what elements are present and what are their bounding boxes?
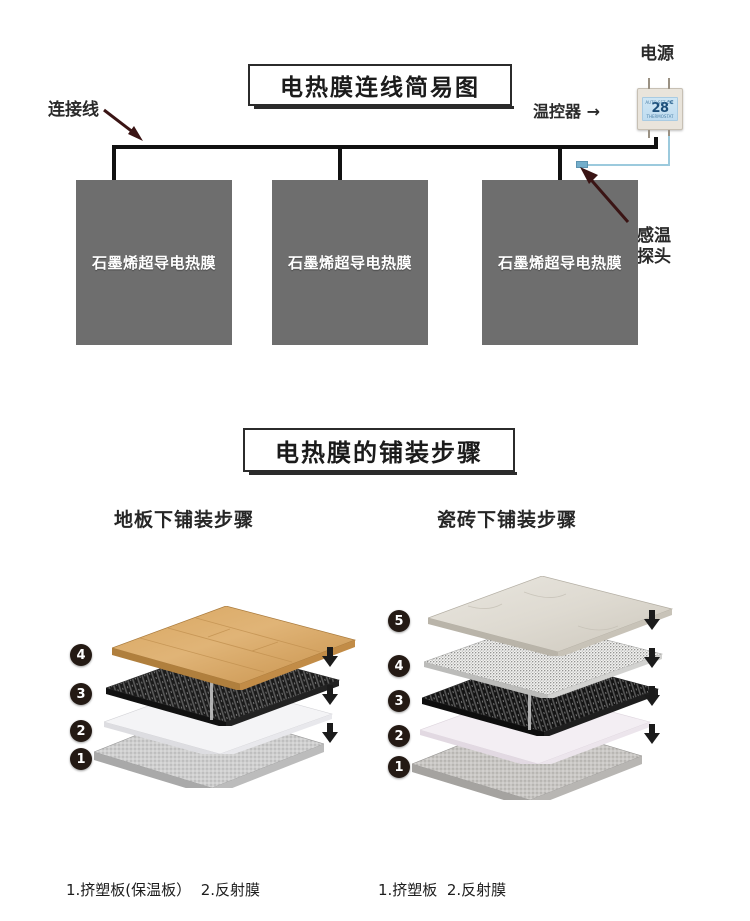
sensor-cable-vertical-right [668,136,670,166]
right-layer-badge-1: 1 [388,756,410,778]
drop-wire-panel-1 [112,145,116,185]
thermostat-label: 温控器 → [533,102,600,122]
left-layer-badge-1: 1 [70,748,92,770]
left-stack-subtitle: 地板下铺装步骤 [114,505,254,532]
left-layer-badge-2: 2 [70,720,92,742]
bus-wire-riser-to-thermostat [654,137,658,149]
sensor-probe-label-line2: 探头 [637,247,671,268]
thermostat-pin-left [648,78,650,89]
thermostat-bottom-mark: THERMOSTAT [646,114,674,120]
power-source-label: 电源 [640,44,674,65]
left-layer-badge-3: 3 [70,683,92,705]
wiring-diagram-title-text: 电热膜连线简易图 [280,75,480,101]
thermostat-pin-right [668,78,670,89]
connection-wire-label-text: 连接线 [48,100,99,120]
right-stack-legend: 1.挤塑板 2.反射膜 3.电热膜 4.水泥砂浆 5.瓷砖 [378,832,698,921]
sensor-cable-horizontal [584,164,670,166]
connection-wire-label: 连接线 [48,100,99,121]
right-stack-subtitle-text: 瓷砖下铺装步骤 [437,509,578,531]
left-stack-down-arrows [322,647,338,743]
left-stack-legend: 1.挤塑板(保温板） 2.反射膜 3.电热膜 4.地板 [66,832,366,921]
thermostat-side-marks: AUTO SET ON [645,99,673,105]
heating-film-panel-3-label: 石墨烯超导电热膜 [497,254,622,272]
drop-wire-panel-2 [338,145,342,185]
thermostat-pin-bottom-left [648,130,650,138]
main-bus-wire [112,145,658,149]
thermostat-display: AUTO SET ON 28 ℃ THERMOSTAT [642,96,678,122]
heating-film-panel-1[interactable]: 石墨烯超导电热膜 [76,180,232,345]
right-layer-badge-5: 5 [388,610,410,632]
sensor-probe-label-line1: 感温 [637,226,671,246]
right-exploded-stack: 5 4 3 2 1 [388,560,678,810]
thermostat-label-text: 温控器 → [533,102,600,121]
thermostat-temperature-value: 28 [651,101,669,117]
right-legend-line-1: 1.挤塑板 2.反射膜 [378,880,507,899]
heating-film-panel-2[interactable]: 石墨烯超导电热膜 [272,180,428,345]
right-layer-badge-2: 2 [388,725,410,747]
installation-steps-title-text: 电热膜的铺装步骤 [275,438,483,467]
thermostat-pin-bottom-right [668,130,670,138]
installation-steps-title: 电热膜的铺装步骤 [243,428,517,475]
right-layer-badge-3: 3 [388,690,410,712]
sensor-probe-tip [576,161,588,168]
thermostat-device[interactable]: AUTO SET ON 28 ℃ THERMOSTAT [637,88,683,130]
left-layer-badge-4: 4 [70,644,92,666]
power-source-label-text: 电源 [640,44,674,64]
left-stack-subtitle-text: 地板下铺装步骤 [114,509,255,531]
left-layer-4-wood-floor [112,606,357,690]
heating-film-panel-3[interactable]: 石墨烯超导电热膜 [482,180,638,345]
heating-film-panel-2-label: 石墨烯超导电热膜 [287,254,412,272]
right-stack-subtitle: 瓷砖下铺装步骤 [437,505,577,532]
wiring-diagram-title: 电热膜连线简易图 [248,64,514,109]
right-stack-down-arrows [644,610,660,744]
left-legend-line-1: 1.挤塑板(保温板） 2.反射膜 [66,880,261,899]
thermostat-unit: ℃ [667,99,674,106]
left-exploded-stack: 4 3 2 1 [70,590,357,805]
right-layer-badge-4: 4 [388,655,410,677]
sensor-probe-label: 感温 探头 [637,226,671,269]
drop-wire-panel-3 [558,145,562,185]
heating-film-panel-1-label: 石墨烯超导电热膜 [91,254,216,272]
right-layer-5-tile [428,576,674,656]
